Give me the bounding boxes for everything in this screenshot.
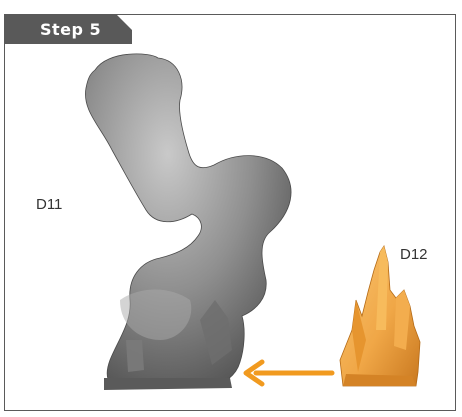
step-tab <box>4 14 132 44</box>
step-label: Step 5 <box>40 20 102 39</box>
label-d11: D11 <box>36 196 63 213</box>
grey-part-d11 <box>85 53 292 390</box>
arrow-left-icon <box>243 359 335 387</box>
label-d12: D12 <box>400 246 428 263</box>
orange-part-d12 <box>339 245 421 387</box>
